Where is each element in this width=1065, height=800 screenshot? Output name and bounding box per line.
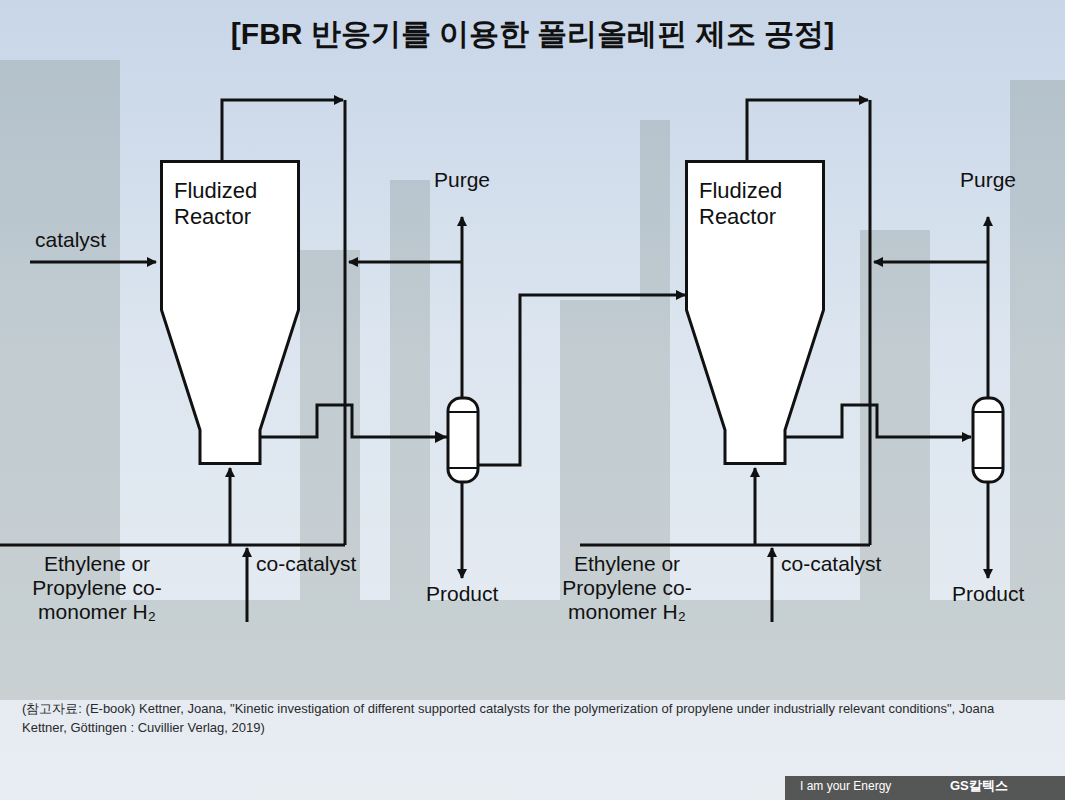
reference-caption: (참고자료: (E-book) Kettner, Joana, "Kinetic… <box>22 700 1042 738</box>
stream-label: Ethylene or Propylene co-monomer H₂ <box>552 552 702 624</box>
process-pipes <box>0 100 988 622</box>
stream-label: Ethylene or Propylene co-monomer H₂ <box>22 552 172 624</box>
reactor-label: Fludized Reactor <box>174 178 260 231</box>
footer-brand: GS칼텍스 <box>950 779 1008 794</box>
stream-label: catalyst <box>35 228 106 252</box>
diagram-title: [FBR 반응기를 이용한 폴리올레핀 제조 공정] <box>0 14 1065 55</box>
fluidized-reactor: Fludized Reactor <box>685 160 825 465</box>
reactor-text-holder: Fludized Reactor <box>160 160 300 231</box>
plant-backdrop <box>0 60 1065 700</box>
stream-label: Product <box>426 582 498 606</box>
reactor-text-holder: Fludized Reactor <box>685 160 825 231</box>
footer-brand: I am your Energy <box>800 780 891 794</box>
stream-label: Product <box>952 582 1024 606</box>
stream-label: co-catalyst <box>256 552 356 576</box>
stream-label: co-catalyst <box>781 552 881 576</box>
stream-label: Purge <box>434 168 490 192</box>
footer-bar <box>785 776 1065 800</box>
reactor-label: Fludized Reactor <box>699 178 785 231</box>
fluidized-reactor: Fludized Reactor <box>160 160 300 465</box>
stream-label: Purge <box>960 168 1016 192</box>
